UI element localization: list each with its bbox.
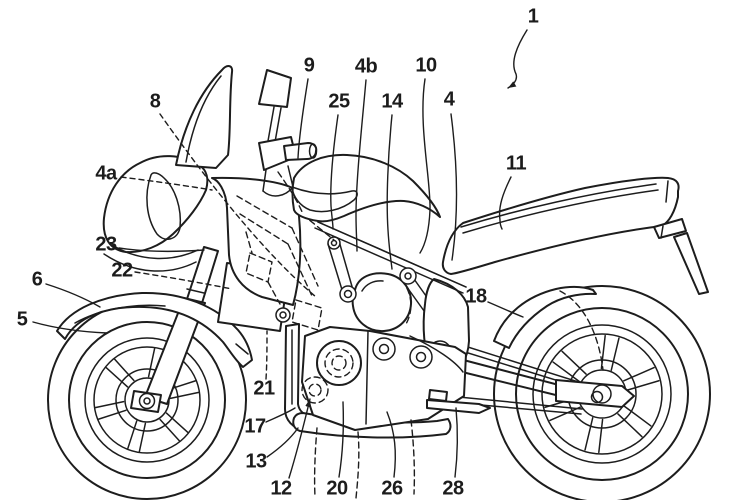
engine [301,236,467,431]
headlight-cowl [102,155,209,272]
leader-line-4b [355,79,367,252]
leader-lines [32,29,528,479]
leader-line-12 [288,398,312,479]
leader-line-20 [338,401,345,478]
front-wheel-spokes [94,347,200,453]
rear-axle-block [555,379,635,408]
hidden-lines-under-engine [313,419,416,499]
leader-line-1 [507,29,528,89]
leader-line-8 [159,113,317,298]
leader-line-5 [32,321,108,334]
leader-line-26 [386,411,396,478]
leader-line-4a [120,176,213,191]
leader-line-17 [265,407,296,423]
leader-line-23 [118,247,205,253]
mirror [258,69,292,108]
mirror-and-handlebar [258,69,318,215]
leader-line-6 [45,283,101,308]
swingarm-and-chain [446,341,635,415]
rear-mudflap [673,232,709,295]
cylinder-head [351,272,413,333]
leader-line-9 [297,78,309,159]
front-fender [56,291,253,368]
windscreen [175,65,234,169]
steering-stem-hidden [277,171,304,215]
leader-line-14 [386,114,393,270]
leader-line-11 [498,176,512,230]
footpeg [426,389,491,414]
leader-line-28 [454,407,459,478]
main-frame-spar [317,221,467,288]
leader-line-13 [266,427,299,458]
hidden-frame-trellis [236,195,335,331]
fuel-tank [291,153,441,223]
leader-line-4 [450,113,458,261]
seat [441,176,680,275]
headlight-opening [146,172,182,240]
side-shroud [211,176,335,331]
leader-line-10 [419,78,431,254]
leader-line-18 [487,301,524,318]
front-wheel [47,300,247,500]
rear-fender [493,285,604,371]
leader-line-25 [330,114,339,230]
front-sprocket [301,376,329,404]
leader-line-21 [265,330,268,380]
leader-line-22 [134,271,233,290]
